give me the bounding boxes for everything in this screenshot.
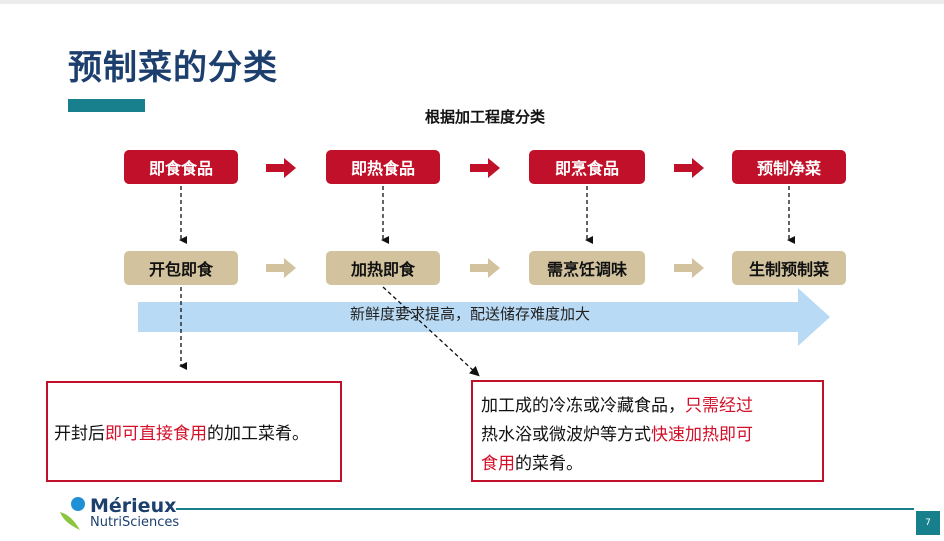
bottom-box-cook-season: 需烹饪调味 (529, 251, 645, 285)
diagram-subtitle: 根据加工程度分类 (424, 108, 545, 126)
title-accent-bar (68, 99, 145, 112)
page-number: 7 (916, 511, 940, 535)
desc-right-highlight-2: 快速加热即可 (651, 425, 753, 445)
tan-arrow-icon (674, 258, 704, 278)
top-box-cook-food: 即烹食品 (529, 150, 645, 184)
desc-right-text-3: 的菜肴。 (515, 454, 583, 474)
top-box-clean-veg: 预制净菜 (732, 150, 846, 184)
desc-right-text-1: 加工成的冷冻或冷藏食品， (481, 396, 685, 416)
top-box-heat-food: 即热食品 (326, 150, 440, 184)
desc-right-text-2: 热水浴或微波炉等方式 (481, 425, 651, 445)
bottom-box-heat-eat: 加热即食 (326, 251, 440, 285)
trend-band-label: 新鲜度要求提高，配送储存难度加大 (349, 305, 590, 323)
desc-box-heat: 加工成的冷冻或冷藏食品，只需经过 热水浴或微波炉等方式快速加热即可 食用的菜肴。 (471, 380, 824, 482)
desc-left-highlight: 即可直接食用 (105, 424, 207, 444)
footer-divider (176, 508, 914, 510)
red-arrow-icon (266, 158, 296, 178)
desc-right-highlight-3: 食用 (481, 454, 515, 474)
red-arrow-icon (674, 158, 704, 178)
desc-box-instant: 开封后即可直接食用的加工菜肴。 (46, 381, 342, 482)
tan-arrow-icon (266, 258, 296, 278)
desc-left-text-2: 的加工菜肴。 (207, 424, 309, 444)
bottom-box-raw-prepared: 生制预制菜 (732, 251, 846, 285)
desc-right-highlight-1: 只需经过 (685, 396, 753, 416)
logo-name: Mérieux (90, 495, 177, 517)
merieux-logo-icon (60, 497, 85, 530)
desc-left-text-1: 开封后 (54, 424, 105, 444)
page-title: 预制菜的分类 (68, 48, 278, 88)
red-arrow-icon (470, 158, 500, 178)
top-border (0, 0, 944, 4)
top-box-instant-food: 即食食品 (124, 150, 238, 184)
bottom-box-open-eat: 开包即食 (124, 251, 238, 285)
logo-sub: NutriSciences (90, 515, 180, 530)
tan-arrow-icon (470, 258, 500, 278)
trend-band-arrow-icon (138, 288, 830, 346)
